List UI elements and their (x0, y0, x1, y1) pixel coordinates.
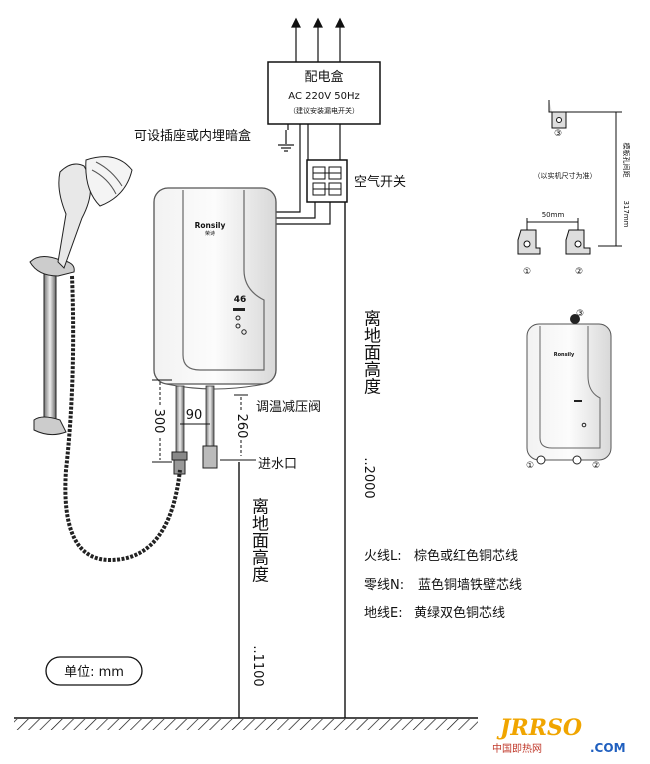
distribution-box: 配电盒 AC 220V 50Hz （建议安装漏电开关） (267, 61, 381, 125)
heater-marker-3: ③ (576, 309, 584, 319)
svg-text:离地面高度: 离地面高度 (248, 497, 269, 582)
water-pipes (171, 385, 218, 475)
heater-small-view: Ronsily (526, 314, 612, 465)
bracket-vertical-label: 模板孔间距 (622, 143, 631, 178)
distribution-box-spec: AC 220V 50Hz (288, 91, 359, 102)
brand-logo: Ronsily (195, 221, 226, 230)
svg-text:..1100: ..1100 (250, 645, 265, 686)
bracket-marker-1: ① (523, 267, 531, 277)
bracket-spacing: 50mm (542, 211, 565, 219)
air-switch-label: 空气开关 (354, 174, 406, 190)
earth-wire-label: 地线E: (364, 606, 403, 621)
dim-300-label: 300 (151, 409, 166, 434)
svg-text:..2000: ..2000 (361, 457, 376, 498)
ground-floor (14, 717, 478, 730)
dimension-260 (220, 394, 256, 461)
svg-text:Ronsily: Ronsily (554, 352, 575, 358)
wiring-lines (276, 124, 341, 225)
shower-rail (29, 256, 75, 436)
mounting-bracket-diagram (517, 100, 622, 255)
unit-badge (45, 656, 143, 686)
svg-text:.COM: .COM (590, 741, 626, 755)
bracket-marker-2: ② (575, 267, 583, 277)
neutral-wire-desc: 蓝色铜墙铁壁芯线 (418, 577, 522, 593)
distribution-box-title: 配电盒 (304, 69, 343, 85)
valve-label: 调温减压阀 (256, 400, 321, 415)
height-2000-label: 离地面高度 ..2000 (360, 309, 381, 498)
dimension-300 (152, 379, 172, 463)
inlet-label: 进水口 (258, 457, 297, 472)
temperature-display: 46 (234, 295, 247, 305)
dim-90-label: 90 (186, 408, 203, 423)
shower-head (57, 156, 133, 269)
svg-text:中国即热网: 中国即热网 (492, 742, 542, 755)
neutral-wire-label: 零线N: (364, 578, 404, 593)
socket-label: 可设插座或内埋暗盒 (134, 128, 251, 144)
bracket-vertical-value: 317mm (622, 201, 630, 228)
wiring-legend: 火线L: 棕色或红色铜芯线 零线N: 蓝色铜墙铁壁芯线 地线E: 黄绿双色铜芯线 (364, 548, 522, 621)
height-1100-label: 离地面高度 ..1100 (248, 497, 269, 686)
heater-marker-1: ① (526, 461, 534, 471)
heater-marker-2: ② (592, 461, 600, 471)
distribution-box-note: （建议安装漏电开关） (289, 106, 359, 115)
dim-260-label: 260 (234, 414, 249, 439)
svg-text:JRRSO: JRRSO (496, 715, 582, 741)
svg-text:离地面高度: 离地面高度 (360, 309, 381, 394)
shower-hose (63, 275, 182, 563)
earth-wire-desc: 黄绿双色铜芯线 (414, 605, 505, 621)
brand-sub: 荣诗 (205, 230, 215, 237)
watermark-logo: JRRSO 中国即热网 .COM (492, 715, 626, 755)
bracket-marker-3: ③ (554, 129, 562, 139)
live-wire-label: 火线L: (364, 549, 402, 564)
live-wire-desc: 棕色或红色铜芯线 (414, 548, 518, 564)
power-input-lines (291, 17, 345, 62)
bracket-note: （以实机尺寸为准） (534, 171, 597, 180)
water-heater-unit: Ronsily 荣诗 46 (153, 187, 277, 390)
air-switch (306, 159, 348, 203)
unit-label: 单位: mm (64, 665, 124, 680)
